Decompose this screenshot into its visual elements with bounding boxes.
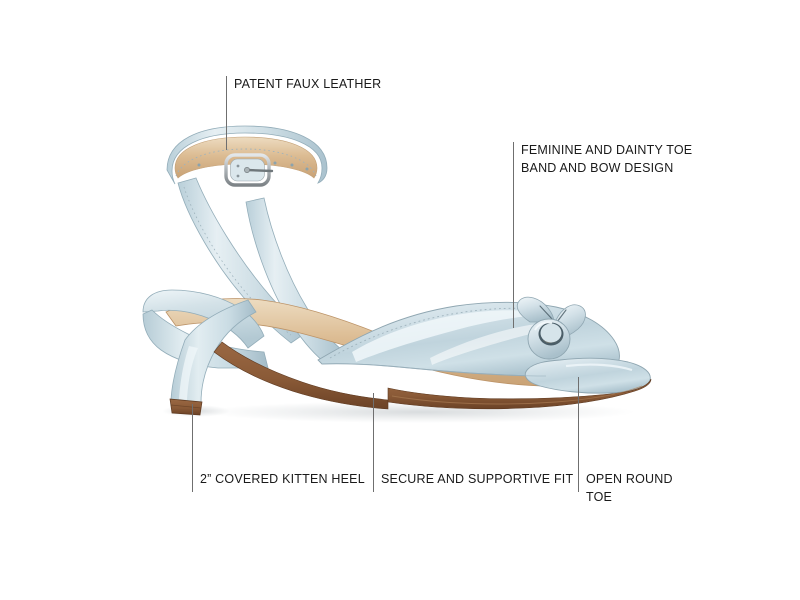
outsole-highlight	[391, 385, 643, 405]
buckle-inner	[230, 158, 265, 182]
ankle-strap	[166, 125, 328, 185]
leader-line-feminine-toe-band-bow	[513, 142, 514, 328]
callout-patent-faux-leather: PATENT FAUX LEATHER	[234, 77, 382, 91]
bow-loop-right	[555, 304, 586, 339]
strap-hole	[305, 167, 309, 171]
leader-line-open-round-toe	[578, 377, 579, 492]
bow-loop-left	[516, 296, 555, 323]
heel-tip-cap	[169, 398, 203, 416]
heel-counter	[142, 289, 265, 349]
ankle-strap-stitching	[175, 148, 317, 177]
bow-knot-hole	[538, 322, 564, 346]
open-round-toe	[524, 357, 651, 394]
bow-disc-highlight	[534, 321, 553, 331]
buckle-frame	[224, 153, 271, 187]
quarter-strap	[245, 197, 343, 363]
bow-knot-hole-inner	[540, 323, 562, 343]
bow-knot-disc	[527, 318, 571, 360]
buckle-hole	[236, 174, 240, 178]
callout-covered-kitten-heel: 2” COVERED KITTEN HEEL	[200, 472, 365, 486]
leader-line-patent-faux-leather	[226, 76, 227, 150]
insole-footbed	[165, 298, 615, 387]
arch-sole-brown	[213, 341, 389, 410]
bow-knot-gold-glint	[543, 338, 562, 343]
kitten-heel	[170, 299, 257, 404]
toe-band-vamp	[317, 301, 620, 377]
strap-hole	[290, 163, 294, 167]
ankle-strap-band	[166, 125, 328, 185]
heel-cup-lower	[142, 309, 269, 369]
strap-hole	[273, 161, 277, 165]
ground-shadow	[205, 401, 635, 423]
heel-shadow	[162, 405, 230, 417]
leader-line-secure-supportive-fit	[373, 393, 374, 492]
vamp-highlight-secondary	[430, 322, 582, 365]
leader-line-covered-kitten-heel	[192, 404, 193, 492]
bow-crease	[539, 305, 567, 323]
callout-open-round-toe: OPEN ROUND TOE	[586, 472, 673, 504]
callout-feminine-toe-band-bow: FEMININE AND DAINTY TOE BAND AND BOW DES…	[521, 143, 693, 175]
buckle	[224, 153, 274, 187]
toe-highlight	[565, 363, 633, 372]
bow-ornament	[516, 296, 586, 360]
ankle-strap-lining	[174, 136, 318, 179]
heel-tip-seam	[170, 404, 202, 409]
buckle-hole	[236, 164, 240, 168]
callout-secure-supportive-fit: SECURE AND SUPPORTIVE FIT	[381, 472, 574, 486]
vamp-highlight	[352, 310, 548, 362]
strap-hole	[197, 163, 201, 167]
heel-highlight	[179, 346, 198, 400]
diagonal-strap-stitching	[183, 186, 292, 336]
buckle-prong-pivot	[244, 167, 250, 173]
vamp-bottom-edge	[321, 363, 547, 377]
buckle-prong	[245, 168, 274, 173]
ankle-diagonal-strap	[177, 177, 308, 344]
outsole-edge	[387, 378, 652, 410]
